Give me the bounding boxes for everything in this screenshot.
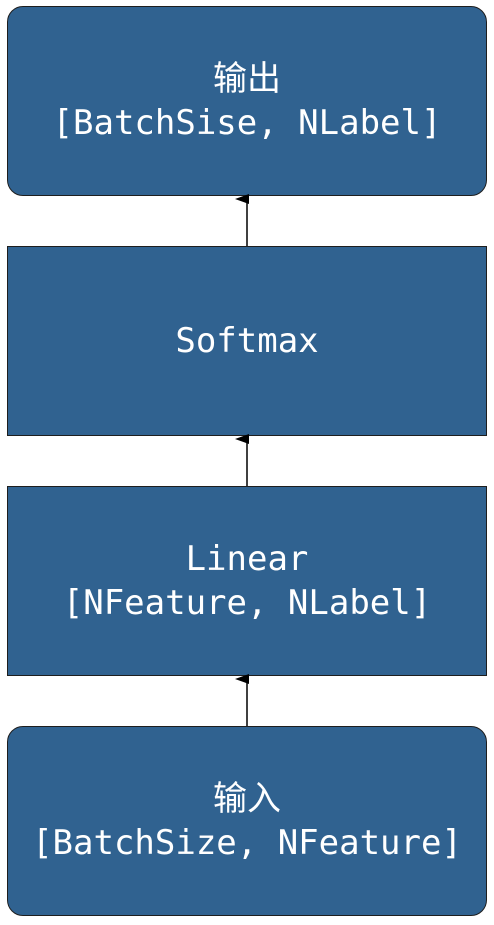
softmax-node-title: Softmax bbox=[175, 321, 319, 361]
output-node-shape: [BatchSise, NLabel] bbox=[52, 103, 442, 143]
linear-node-title: Linear bbox=[185, 539, 309, 579]
linear-node-shape: [NFeature, NLabel] bbox=[62, 583, 432, 623]
output-node-title: 输出 bbox=[213, 59, 281, 99]
input-node-title: 输入 bbox=[213, 779, 281, 819]
output-node: 输出 [BatchSise, NLabel] bbox=[7, 6, 487, 196]
input-node: 输入 [BatchSize, NFeature] bbox=[7, 726, 487, 916]
linear-node: Linear [NFeature, NLabel] bbox=[7, 486, 487, 676]
input-node-shape: [BatchSize, NFeature] bbox=[32, 823, 462, 863]
softmax-node: Softmax bbox=[7, 246, 487, 436]
